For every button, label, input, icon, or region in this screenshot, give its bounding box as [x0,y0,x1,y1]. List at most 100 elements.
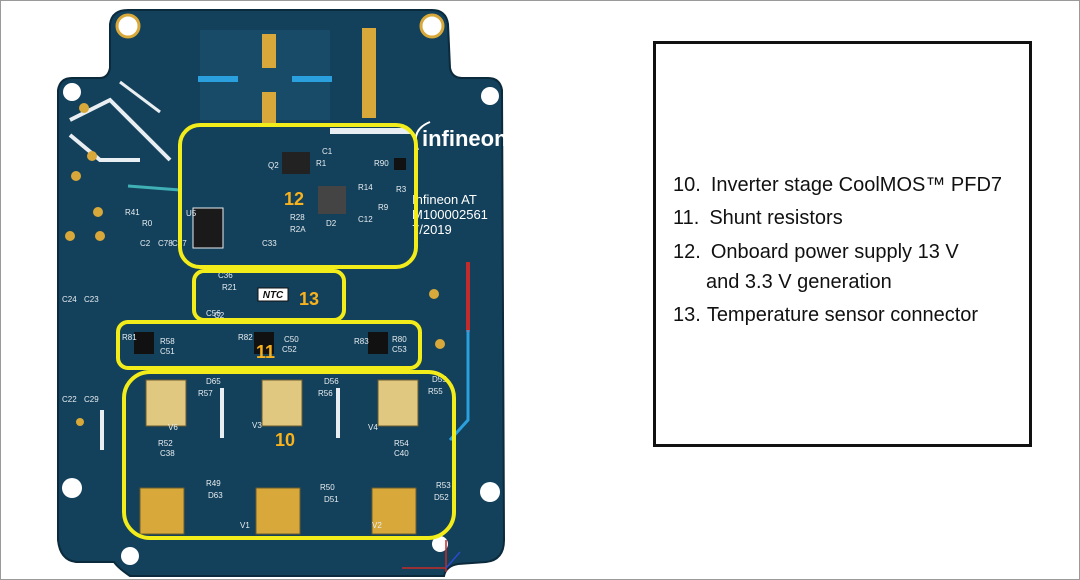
silkscreen-label: C51 [160,347,175,356]
mosfet-package [255,487,301,535]
component [394,158,406,170]
mosfet-package [145,379,187,427]
trace [69,97,172,162]
silkscreen-label: D63 [208,491,223,500]
trace [466,262,470,332]
silkscreen-label: Q2 [268,161,279,170]
silkscreen-label: D51 [324,495,339,504]
mounting-hole [432,536,448,552]
via [435,339,445,349]
silkscreen-label: V1 [240,521,250,530]
callout-number-10: 10 [275,430,295,450]
silkscreen-label: R80 [392,335,407,344]
silkscreen-label: C22 [62,395,77,404]
silkscreen-label: R50 [320,483,335,492]
shunt-resistor [254,332,274,354]
silkscreen-label: R28 [290,213,305,222]
silkscreen-label: V6 [168,423,178,432]
axis-marker [445,551,461,569]
trace [127,184,181,192]
legend-number: 11. [673,207,700,229]
mosfet-package [377,379,419,427]
silkscreen-label: R0 [142,219,153,228]
shunt-resistor [134,332,154,354]
inductor [318,186,346,214]
silkscreen-label: D65 [206,377,221,386]
board-id-line1: Infineon AT [412,192,477,207]
silkscreen-label: R83 [354,337,369,346]
infineon-logo: infineon [422,126,508,151]
silkscreen-label: C56 [206,309,221,318]
silkscreen-label: C2 [140,239,151,248]
via [71,171,81,181]
connector-pad [262,34,276,68]
callout-number-11: 11 [256,342,275,362]
legend-text: Temperature sensor connector [706,304,979,326]
silkscreen-label: C12 [358,215,373,224]
silkscreen-label: D2 [326,219,337,228]
axis-marker [402,540,447,572]
via [65,231,75,241]
silkscreen-label: D55 [432,375,447,384]
via [79,103,89,113]
callout-number-12: 12 [284,189,304,209]
ntc-label: NTC [263,290,284,301]
silkscreen-label: R82 [238,333,253,342]
mounting-hole [480,482,500,502]
pcb-board-illustration: NTC infineon Infineon AT M100002561 7/20… [57,9,508,577]
silkscreen-label: C1 [322,147,333,156]
silkscreen-label: C38 [160,449,175,458]
silkscreen-label: R1 [316,159,327,168]
silkscreen-label: R90 [374,159,389,168]
silkscreen-label: C33 [262,239,277,248]
legend-item-11: 11.Shunt resistors [673,203,843,233]
silkscreen-label: C36 [218,271,233,280]
silkscreen-label: R2A [290,225,306,234]
silkscreen-label: R49 [206,479,221,488]
silkscreen-label: D56 [324,377,339,386]
legend-item-13: 13.Temperature sensor connector [673,300,978,330]
header-strip [362,28,376,118]
trace [119,80,161,114]
silkscreen-label: V4 [368,423,378,432]
mounting-hole [419,13,445,39]
board-id-line2: M100002561 [412,207,488,222]
silkscreen-label: R58 [160,337,175,346]
legend-text: Inverter stage CoolMOS™ PFD7 [710,174,1003,196]
trace [100,410,104,450]
mounting-hole [62,478,82,498]
legend-number: 13. [673,304,701,326]
silkscreen-label: R41 [125,208,140,217]
trace [68,133,140,162]
mosfet-package [371,487,417,535]
callout-outline-12 [178,123,418,269]
via [76,418,84,426]
ic-chip [192,207,224,249]
legend-number: 10. [673,174,701,196]
callout-number-13: 13 [299,289,319,309]
trace [198,76,238,82]
ntc-box [257,287,289,302]
mosfet-package [139,487,185,535]
silkscreen-label: V3 [252,421,262,430]
silkscreen-label: C53 [392,345,407,354]
silkscreen-label: C40 [394,449,409,458]
ic-chip [282,152,310,174]
mounting-hole [115,13,141,39]
silkscreen-label: R56 [318,389,333,398]
silkscreen-label: C78 [158,239,173,248]
silkscreen-label: R57 [198,389,213,398]
silkscreen-label: C2 [214,311,225,320]
silkscreen-label: R14 [358,183,373,192]
legend-box: 10. Inverter stage CoolMOS™ PFD7 11.Shunt… [653,41,1032,447]
mosfet-package [261,379,303,427]
mounting-hole [63,83,81,101]
trace [292,76,332,82]
trace [336,388,340,438]
callout-outline-11 [116,320,422,370]
silkscreen-label: C29 [84,395,99,404]
shunt-resistor [368,332,388,354]
silkscreen-label: C24 [62,295,77,304]
via [93,207,103,217]
